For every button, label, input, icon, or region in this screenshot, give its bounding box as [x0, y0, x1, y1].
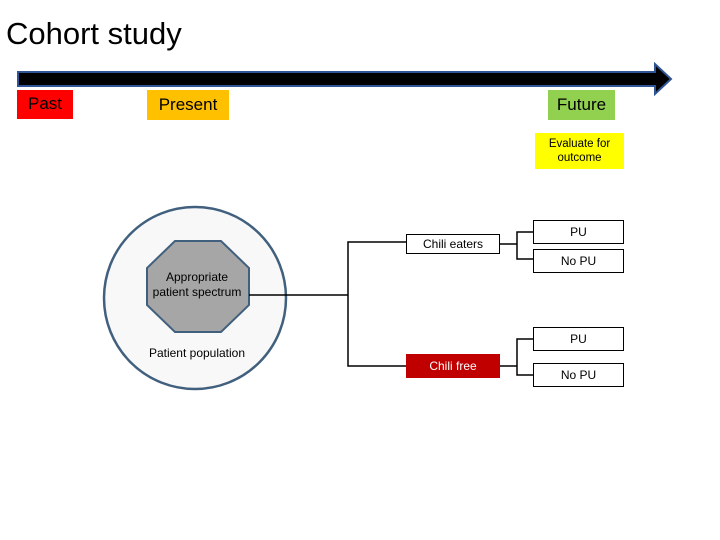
chili-eaters-box: Chili eaters — [406, 234, 500, 254]
unexposed-no-pu-box: No PU — [533, 363, 624, 387]
future-label: Future — [548, 90, 615, 120]
patient-spectrum-label: Appropriate patient spectrum — [152, 270, 242, 299]
unexposed-pu-box: PU — [533, 327, 624, 351]
evaluate-outcome-label: Evaluate for outcome — [535, 133, 624, 169]
present-label: Present — [147, 90, 229, 120]
patient-spectrum-octagon — [146, 240, 250, 333]
page-title: Cohort study — [6, 16, 182, 51]
exposed-no-pu-box: No PU — [533, 249, 624, 273]
chili-free-box: Chili free — [406, 354, 500, 378]
exposed-pu-box: PU — [533, 220, 624, 244]
patient-population-label: Patient population — [148, 346, 246, 360]
timeline-arrow — [17, 61, 673, 97]
connector-lines — [249, 231, 533, 376]
past-label: Past — [17, 90, 73, 119]
